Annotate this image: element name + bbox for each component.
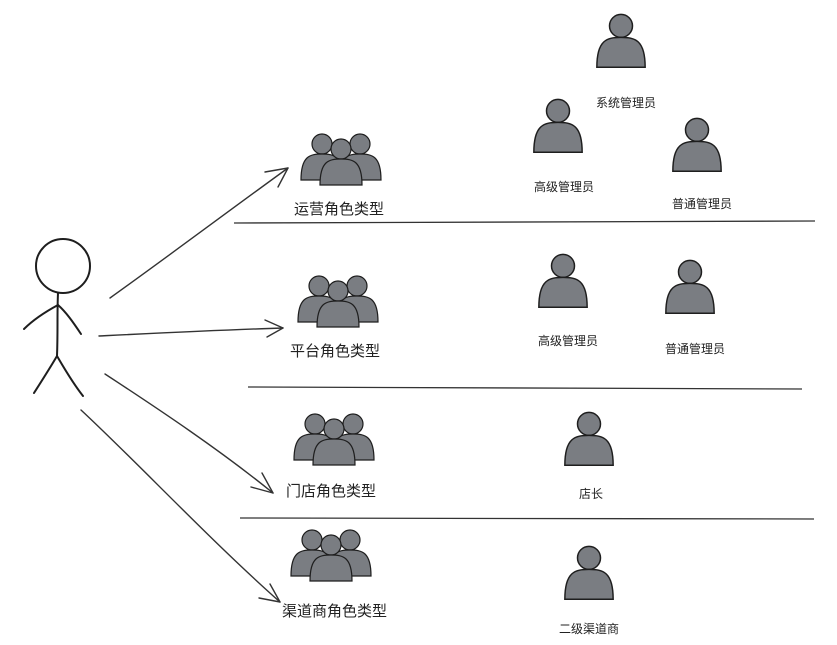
arrow-to-channel xyxy=(80,409,281,603)
role-label: 普通管理员 xyxy=(672,197,733,211)
group-icon xyxy=(300,133,382,186)
separators xyxy=(233,220,816,520)
group-icon xyxy=(297,275,379,328)
arrows xyxy=(80,167,289,603)
category-label-store: 门店角色类型 xyxy=(286,482,377,500)
role-label: 系统管理员 xyxy=(596,96,657,110)
person-icon xyxy=(596,13,646,69)
role-label: 高级管理员 xyxy=(538,334,599,348)
person-icon xyxy=(538,253,588,309)
person-icon xyxy=(564,545,614,601)
person-icon xyxy=(672,117,722,173)
role-label: 二级渠道商 xyxy=(559,622,620,636)
group-icon xyxy=(290,529,372,582)
person-icon xyxy=(665,259,715,315)
category-label-channel: 渠道商角色类型 xyxy=(282,602,388,620)
role-label: 高级管理员 xyxy=(534,180,595,194)
person-icon xyxy=(564,411,614,467)
arrow-to-operations xyxy=(109,167,289,299)
arrow-to-store xyxy=(104,373,274,494)
category-label-platform: 平台角色类型 xyxy=(290,342,381,360)
category-label-operations: 运营角色类型 xyxy=(294,200,385,218)
role-label: 普通管理员 xyxy=(665,342,726,356)
arrow-to-platform xyxy=(98,319,284,338)
group-icon xyxy=(293,413,375,466)
person-icon xyxy=(533,98,583,154)
role-label: 店长 xyxy=(579,487,604,501)
actor-stick-figure xyxy=(23,238,91,397)
